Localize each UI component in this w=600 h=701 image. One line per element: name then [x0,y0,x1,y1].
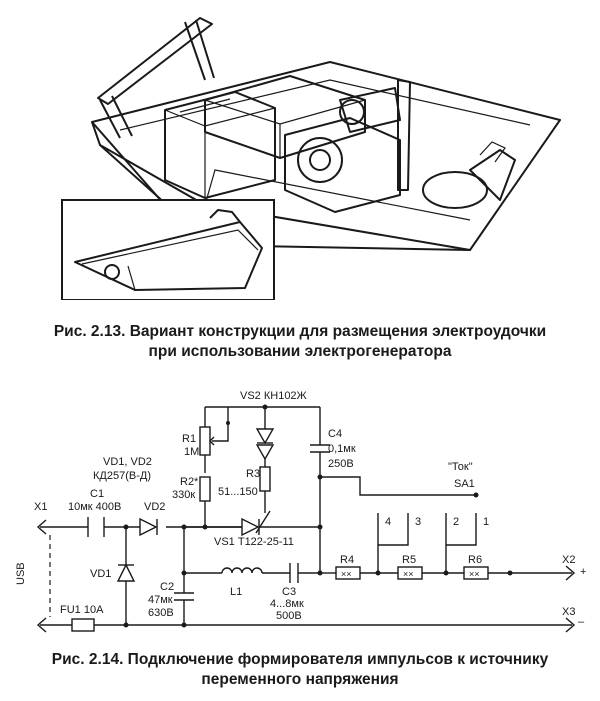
r2-label: R2* [180,476,199,488]
inset-small-boat [61,199,275,300]
r4-mark: ×× [341,569,352,579]
resistor-r1: R1 1М [182,406,320,473]
capacitor-c3: C3 4...8мк 500В [270,563,320,622]
capacitor-c2: C2 47мк 630В [148,524,194,628]
bottom-line: FU1 10A X3 – [36,604,585,633]
vd12-label: VD1, VD2 [103,456,152,468]
r6-mark: ×× [469,569,480,579]
r2-value: 330к [172,489,195,501]
r3-value: 51...150 [218,486,258,498]
c3-voltage: 500В [276,610,302,622]
figure-2-14-caption-line2: переменного напряжения [201,671,399,688]
c4-label: C4 [328,428,342,440]
vd12-type: КД257(В-Д) [93,470,151,482]
c1-label: C1 [90,488,104,500]
sa1-position-4: 4 [385,516,391,528]
r4-label: R4 [340,554,354,566]
resistor-r3: R3 51...150 [218,466,271,513]
r3-label: R3 [246,468,260,480]
vd1-label: VD1 [90,568,111,580]
battery-box [164,91,276,199]
dinistor-vs2: VS2 КН102Ж [240,390,307,467]
c3-label: C3 [282,586,296,598]
diode-vd1: VD1 [90,524,136,628]
resistor-r2: R2* 330к [172,476,211,530]
capacitor-c1: C1 10мк 400В [68,488,121,537]
x3-minus: – [578,616,585,628]
storage-case [204,75,366,159]
sa1-position-2: 2 [453,516,459,528]
r1-label: R1 [182,433,196,445]
vs2-label: VS2 КН102Ж [240,390,307,402]
usb-dashed-line: USB [15,535,51,617]
x1-terminal: X1 [34,501,47,535]
capacitor-c4: C4 0,1мк 250В [310,407,356,576]
generator [284,79,411,213]
c4-voltage: 250В [328,458,354,470]
sa1-position-3: 3 [415,516,421,528]
figure-2-13-caption-line1: Рис. 2.13. Вариант конструкции для разме… [53,323,547,340]
pulse-shaper-schematic: X1 C1 10мк 400В VD2 VD1, VD2 КД257(В-Д) … [15,390,586,633]
figure-2-14-caption-line1: Рис. 2.14. Подключение формирователя имп… [51,651,549,668]
boat-generator-illustration [61,17,561,300]
r6-label: R6 [468,554,482,566]
r5-mark: ×× [403,569,414,579]
diode-vd2: VD2 [139,501,165,537]
switch-sa1: "Ток" SA1 4 3 2 1 [320,461,489,546]
x3-label: X3 [562,606,575,618]
boat-handle [97,17,215,139]
c1-value: 10мк 400В [68,501,121,513]
fu1-label: FU1 10A [60,604,104,616]
c2-label: C2 [160,581,174,593]
outboard-motor [422,141,516,209]
figure-2-13-caption: Рис. 2.13. Вариант конструкции для разме… [0,322,600,362]
thyristor-vs1: VS1 Т122-25-11 [184,510,320,548]
x2-label: X2 [562,554,575,566]
c2-value: 47мк [148,594,173,606]
r1-value: 1М [184,446,199,458]
x2-plus: + [580,566,586,578]
r5-label: R5 [402,554,416,566]
tok-label: "Ток" [448,461,473,473]
figure-2-13-caption-line2: при использовании электрогенератора [148,343,452,360]
vd2-label: VD2 [144,501,165,513]
inductor-l1-branch: L1 [184,567,290,598]
figure-2-14-caption: Рис. 2.14. Подключение формирователя имп… [0,650,600,690]
c3-value: 4...8мк [270,598,304,610]
usb-label: USB [15,562,27,585]
l1-label: L1 [230,586,242,598]
sa1-position-1: 1 [483,516,489,528]
sa1-label: SA1 [454,478,475,490]
c2-voltage: 630В [148,607,174,619]
resistor-ladder: ×× ×× ×× R4 R5 R6 X2 + [320,545,586,581]
c4-value: 0,1мк [328,443,356,455]
vs1-label: VS1 Т122-25-11 [214,536,294,548]
x1-label: X1 [34,501,47,513]
